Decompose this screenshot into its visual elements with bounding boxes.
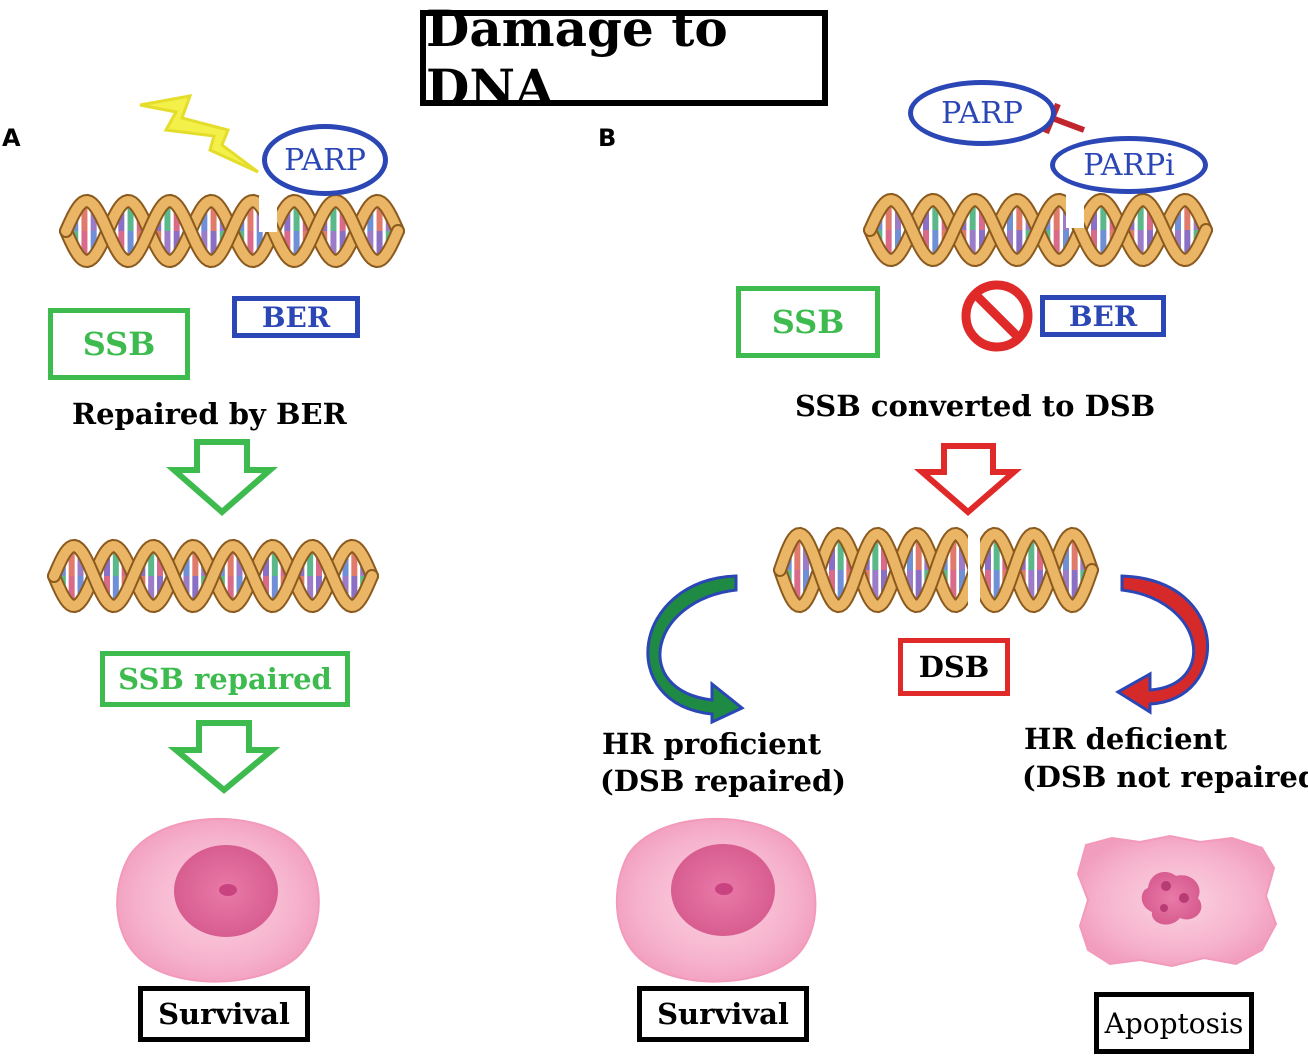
ssb-box: SSB bbox=[736, 286, 880, 358]
lightning-bolt-icon bbox=[139, 94, 259, 174]
ssb-repaired-box: SSB repaired bbox=[100, 651, 350, 707]
hr-proficient-text: HR proficient bbox=[602, 727, 822, 761]
dna-helix-damaged-icon bbox=[59, 193, 405, 269]
diagram-title: Damage to DNA bbox=[420, 0, 828, 117]
down-arrow-icon bbox=[913, 443, 1023, 516]
parp-oval: PARP bbox=[262, 124, 388, 196]
hr-deficient-subtext: (DSB not repaired) bbox=[1022, 760, 1308, 794]
dna-backbone bbox=[61, 195, 403, 267]
dna-helix-repaired-icon bbox=[47, 538, 379, 614]
parpi-oval: PARPi bbox=[1050, 136, 1208, 194]
cell-apoptosis-icon bbox=[1076, 834, 1278, 968]
dsb-gap-marker bbox=[968, 525, 980, 617]
ber-box: BER bbox=[232, 296, 360, 338]
apoptosis-box: Apoptosis bbox=[1094, 992, 1254, 1054]
parp-oval: PARP bbox=[908, 80, 1056, 146]
survival-box-b: Survival bbox=[637, 986, 809, 1042]
dna-helix-dsb-icon bbox=[773, 526, 1099, 614]
panel-a-label: A bbox=[2, 124, 21, 152]
ber-box: BER bbox=[1040, 295, 1166, 337]
survival-box-a: Survival bbox=[138, 986, 310, 1042]
ssb-converted-text: SSB converted to DSB bbox=[795, 389, 1156, 423]
down-arrow-icon bbox=[166, 439, 278, 516]
ssb-gap-marker bbox=[259, 196, 277, 232]
dna-backbone bbox=[775, 528, 1097, 612]
repaired-by-ber-text: Repaired by BER bbox=[72, 397, 347, 431]
cell-survival-a-icon bbox=[116, 817, 320, 983]
prohibition-icon bbox=[961, 280, 1033, 352]
ssb-box: SSB bbox=[48, 308, 190, 380]
ssb-gap-marker bbox=[1066, 194, 1084, 228]
hr-proficient-subtext: (DSB repaired) bbox=[600, 764, 846, 798]
dna-backbone bbox=[49, 540, 377, 612]
down-arrow-icon bbox=[167, 720, 281, 794]
cell-survival-b-icon bbox=[615, 818, 817, 983]
hr-deficient-text: HR deficient bbox=[1024, 722, 1228, 756]
curved-arrow-red-icon bbox=[1115, 574, 1209, 715]
curved-arrow-green-icon bbox=[646, 574, 745, 725]
dna-helix-ssb-icon bbox=[863, 192, 1213, 268]
dsb-box: DSB bbox=[898, 638, 1010, 696]
dna-backbone bbox=[865, 194, 1211, 266]
panel-b-label: B bbox=[598, 124, 617, 152]
